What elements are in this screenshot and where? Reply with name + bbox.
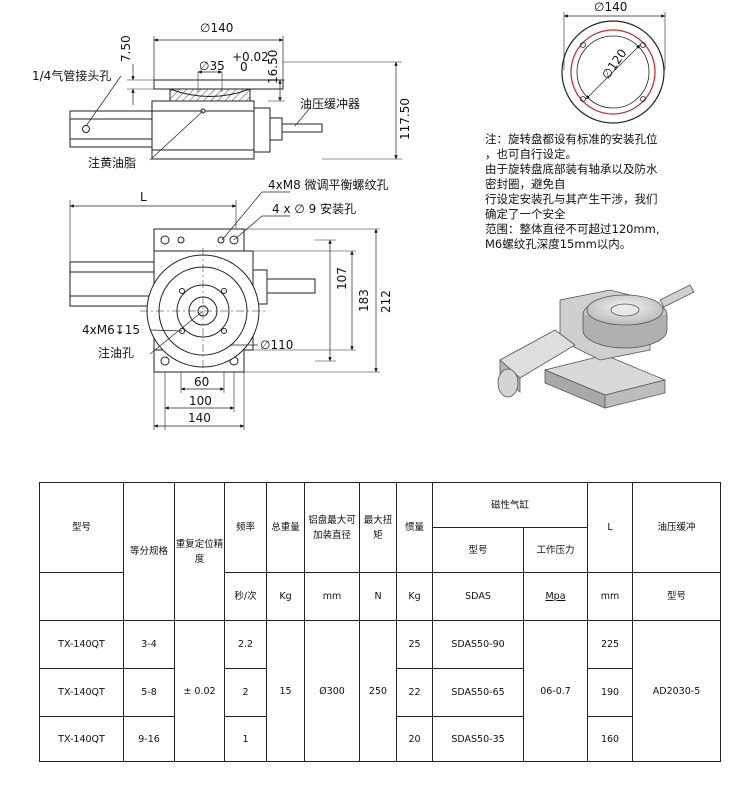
- note-line: 确定了一个安全: [485, 207, 566, 221]
- dim-117-50: 117.50: [398, 98, 412, 140]
- dim-L: L: [140, 190, 147, 204]
- technical-drawing: ∅140 ∅35 +0.02 0 7.50 16.50 117.50 1/4气管…: [32, 0, 695, 430]
- dim-dia-110: ∅110: [260, 338, 293, 352]
- unit-absorber: 型号: [632, 572, 722, 621]
- plan-view: [69, 191, 380, 430]
- dim-183: 183: [357, 289, 371, 312]
- unit-cyl-pressure: Mpa: [522, 572, 589, 621]
- installation-note: 注：旋转盘都设有标准的安装孔位 ，也可自行设定。 由于旋转盘底部装有轴承以及防水…: [485, 132, 717, 252]
- unit-frequency: 秒/次: [224, 572, 267, 621]
- cell-L: 190: [587, 668, 634, 717]
- label-oil-port: 注油孔: [98, 345, 134, 360]
- label-grease: 注黄油脂: [88, 155, 136, 170]
- cell-cyl-model: SDAS50-65: [432, 668, 524, 717]
- dim-100: 100: [189, 394, 212, 408]
- cell-accuracy: ± 0.02: [174, 620, 225, 762]
- unit-cyl-model: SDAS: [432, 572, 524, 621]
- header-L: L: [587, 482, 634, 573]
- tol-lower: 0: [240, 60, 248, 74]
- model-spacer: [39, 572, 124, 621]
- note-line: 注：旋转盘都设有标准的安装孔位: [485, 132, 658, 146]
- note-line: 密封圈，避免自: [485, 177, 566, 191]
- cell-L: 160: [587, 716, 634, 762]
- cell-inertia: 20: [396, 716, 433, 762]
- note-line: 行设定安装孔与其产生干涉，我们: [485, 192, 658, 206]
- dim-60: 60: [194, 375, 209, 389]
- cell-L: 225: [587, 620, 634, 669]
- header-absorber: 油压缓冲: [632, 482, 722, 573]
- cell-inertia: 22: [396, 668, 433, 717]
- label-air-port: 1/4气管接头孔: [32, 68, 111, 83]
- header-division: 等分规格: [123, 482, 175, 621]
- cell-cyl-model: SDAS50-35: [432, 716, 524, 762]
- header-accuracy: 重复定位精度: [174, 482, 225, 621]
- cell-frequency: 1: [224, 716, 267, 762]
- label-mount-holes: 4 x ∅ 9 安装孔: [272, 201, 356, 216]
- dim-dia-120: ∅120: [599, 46, 630, 81]
- table-row: TX-140QT 5-8 2 22 SDAS50-65 190: [39, 668, 721, 717]
- dim-212: 212: [379, 290, 393, 313]
- table-row: TX-140QT 9-16 1 20 SDAS50-35 160: [39, 716, 721, 762]
- table-row: TX-140QT 3-4 ± 0.02 2.2 15 Ø300 250 25 S…: [39, 620, 722, 762]
- cell-frequency: 2: [224, 668, 267, 717]
- dim-16-50: 16.50: [266, 50, 280, 84]
- unit-torque: N: [359, 572, 397, 621]
- spec-table: 型号 等分规格 重复定位精度 频率 总重量 铝盘最大可加装直径 最大扭矩 惯量 …: [39, 482, 722, 762]
- unit-disc: mm: [304, 572, 360, 621]
- cell-division: 9-16: [123, 716, 175, 762]
- label-m8-holes: 4xM8 微调平衡螺纹孔: [268, 178, 389, 192]
- header-cyl-pressure: 工作压力: [522, 527, 589, 573]
- cell-pressure: 06-0.7: [522, 620, 589, 762]
- header-weight: 总重量: [266, 482, 305, 573]
- dim-7-50: 7.50: [119, 35, 133, 62]
- note-line: 范围：整体直径不可超过120mm,: [485, 222, 660, 236]
- cell-weight: 15: [266, 620, 305, 762]
- cell-frequency: 2.2: [224, 620, 267, 669]
- cell-disc: Ø300: [304, 620, 360, 762]
- unit-weight: Kg: [266, 572, 305, 621]
- header-model: 型号: [39, 482, 124, 573]
- plate-view: [561, 12, 666, 124]
- cell-model: TX-140QT: [39, 620, 124, 669]
- header-frequency: 频率: [224, 482, 267, 573]
- dim-dia-35: ∅35: [199, 59, 225, 73]
- cell-model: TX-140QT: [39, 668, 124, 717]
- dim-140-bottom: 140: [188, 411, 211, 425]
- tol-upper: +0.02: [232, 50, 269, 64]
- header-inertia: 惯量: [396, 482, 433, 573]
- cell-division: 3-4: [123, 620, 175, 669]
- label-shock-absorber: 油压缓冲器: [300, 96, 360, 111]
- note-line: ，也可自行设定。: [485, 147, 577, 161]
- unit-L: mm: [587, 572, 634, 621]
- dim-107: 107: [335, 267, 349, 290]
- dim-dia-140-top: ∅140: [200, 21, 233, 35]
- label-m6-holes: 4xM6↧15: [82, 323, 140, 337]
- side-view: [69, 36, 402, 161]
- header-disc: 铝盘最大可加装直径: [304, 482, 360, 573]
- cell-inertia: 25: [396, 620, 433, 669]
- cell-torque: 250: [359, 620, 397, 762]
- cell-cyl-model: SDAS50-90: [432, 620, 524, 669]
- cell-absorber: AD2030-5: [632, 620, 722, 762]
- product-3d-render: [497, 284, 695, 409]
- header-cyl-model: 型号: [432, 527, 524, 573]
- unit-inertia: Kg: [396, 572, 433, 621]
- cell-model: TX-140QT: [39, 716, 124, 762]
- note-line: 由于旋转盘底部装有轴承以及防水: [485, 162, 658, 176]
- header-cylinder: 磁性气缸: [431, 482, 589, 528]
- dim-dia-140-plate: ∅140: [594, 0, 627, 14]
- note-line: M6螺纹孔深度15mm以内。: [485, 237, 632, 251]
- header-torque: 最大扭矩: [359, 482, 397, 573]
- cell-division: 5-8: [123, 668, 175, 717]
